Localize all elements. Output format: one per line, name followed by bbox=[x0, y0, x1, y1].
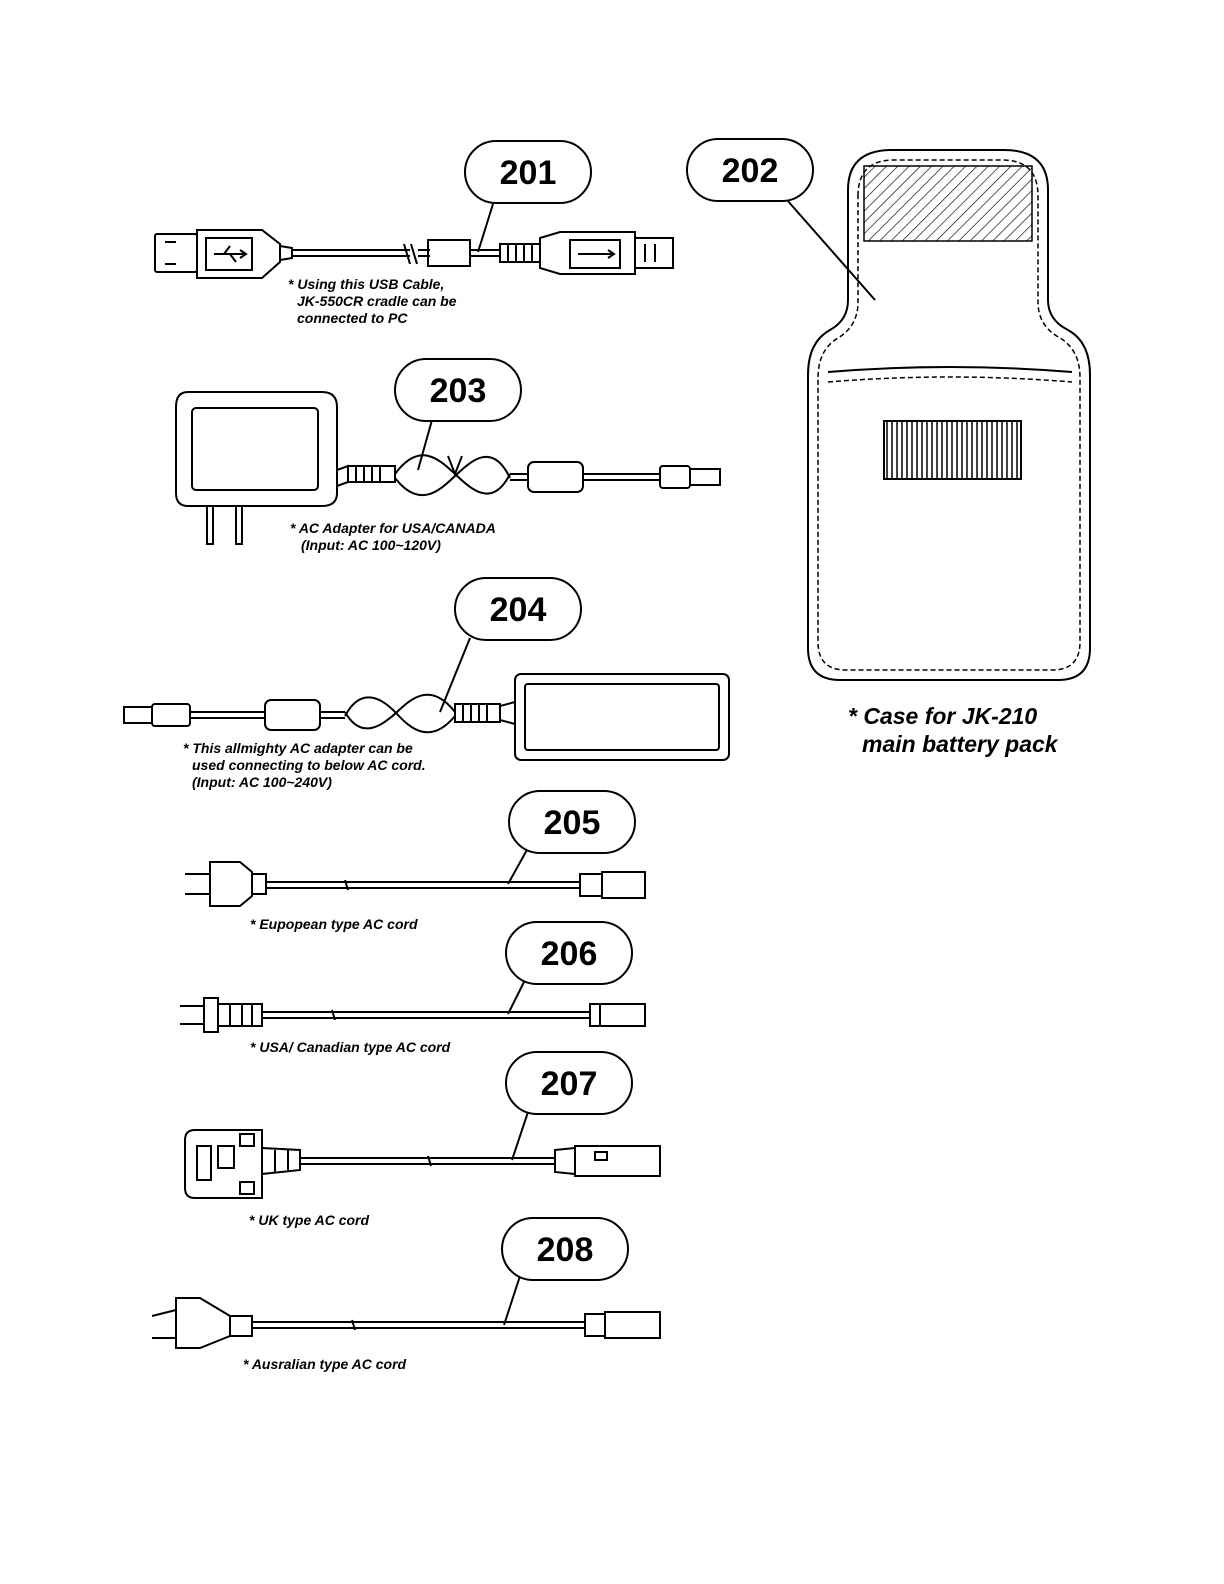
caption-202-line-2: main battery pack bbox=[862, 731, 1058, 757]
callout-badge-207: 207 bbox=[505, 1051, 633, 1115]
leader-205 bbox=[507, 847, 529, 885]
caption-204-line-1: * This allmighty AC adapter can be bbox=[183, 740, 413, 756]
caption-205-line-1: * Eupopean type AC cord bbox=[250, 916, 418, 932]
part-number-204: 204 bbox=[490, 591, 547, 629]
callout-badge-204: 204 bbox=[454, 577, 582, 641]
part-number-203: 203 bbox=[430, 372, 487, 410]
caption-208-line-1: * Ausralian type AC cord bbox=[243, 1356, 407, 1372]
wall-adapter-icon bbox=[175, 391, 721, 545]
callout-badge-208: 208 bbox=[501, 1217, 629, 1281]
callout-badge-206: 206 bbox=[505, 921, 633, 985]
caption-202: * Case for JK-210 main battery pack bbox=[848, 702, 1058, 758]
part-number-202: 202 bbox=[722, 152, 779, 190]
caption-203-line-1: * AC Adapter for USA/CANADA bbox=[290, 520, 496, 536]
battery-case-icon bbox=[807, 149, 1091, 681]
caption-207-line-1: * UK type AC cord bbox=[249, 1212, 370, 1228]
eu-cord-icon bbox=[185, 861, 646, 907]
callout-badge-205: 205 bbox=[508, 790, 636, 854]
us-cord-icon bbox=[180, 997, 646, 1033]
part-number-201: 201 bbox=[500, 154, 557, 192]
leader-204 bbox=[439, 637, 471, 713]
leader-208 bbox=[503, 1275, 521, 1326]
caption-203: * AC Adapter for USA/CANADA (Input: AC 1… bbox=[290, 520, 496, 554]
au-cord-icon bbox=[151, 1297, 661, 1349]
leader-201 bbox=[477, 203, 494, 253]
leader-207 bbox=[511, 1111, 529, 1161]
caption-202-line-1: * Case for JK-210 bbox=[848, 703, 1038, 729]
caption-203-line-2: (Input: AC 100~120V) bbox=[301, 537, 441, 553]
part-number-205: 205 bbox=[544, 804, 601, 842]
caption-204: * This allmighty AC adapter can be used … bbox=[183, 740, 426, 791]
callout-badges: 201 202 203 204 205 206 207 208 bbox=[394, 138, 814, 1281]
caption-201: * Using this USB Cable, JK-550CR cradle … bbox=[288, 276, 457, 327]
callout-badge-202: 202 bbox=[686, 138, 814, 202]
caption-205: * Eupopean type AC cord bbox=[250, 916, 418, 933]
uk-cord-icon bbox=[184, 1129, 661, 1199]
caption-206: * USA/ Canadian type AC cord bbox=[250, 1039, 450, 1056]
leader-203 bbox=[417, 419, 433, 471]
part-number-207: 207 bbox=[541, 1065, 598, 1103]
callout-badge-203: 203 bbox=[394, 358, 522, 422]
leader-206 bbox=[507, 979, 526, 1015]
part-number-206: 206 bbox=[541, 935, 598, 973]
callout-badge-201: 201 bbox=[464, 140, 592, 204]
caption-204-line-3: (Input: AC 100~240V) bbox=[192, 774, 332, 790]
caption-201-line-1: * Using this USB Cable, bbox=[288, 276, 445, 292]
caption-207: * UK type AC cord bbox=[249, 1212, 369, 1229]
caption-201-line-3: connected to PC bbox=[297, 310, 408, 326]
part-number-208: 208 bbox=[537, 1231, 594, 1269]
caption-204-line-2: used connecting to below AC cord. bbox=[192, 757, 426, 773]
leader-202 bbox=[786, 199, 876, 301]
desktop-adapter-icon bbox=[123, 673, 730, 761]
caption-206-line-1: * USA/ Canadian type AC cord bbox=[250, 1039, 451, 1055]
usb-cable-icon bbox=[154, 229, 674, 279]
caption-201-line-2: JK-550CR cradle can be bbox=[297, 293, 457, 309]
caption-208: * Ausralian type AC cord bbox=[243, 1356, 406, 1373]
